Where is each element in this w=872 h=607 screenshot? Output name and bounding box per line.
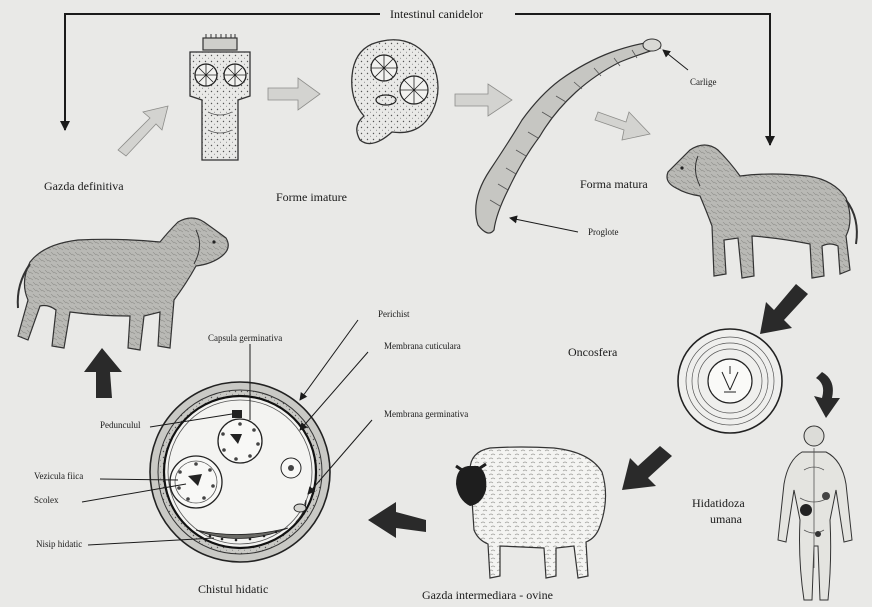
label-proglottid: Proglote [588,228,619,237]
pericyst-leader [300,320,358,400]
arrow-cyst-to-dog [84,348,122,398]
label-hydatid-sand: Nisip hidatic [36,540,82,549]
hooks-pointer [663,50,688,70]
label-oncosphere: Oncosfera [568,346,617,358]
arrow-oncosphere-to-sheep [622,446,672,490]
label-definitive-host: Gazda definitiva [44,180,124,192]
label-pericyst: Perichist [378,310,410,319]
human-hydatidosis-illustration [778,426,852,600]
arrow-host-to-scolex [118,106,168,156]
label-daughter-vesicle: Vezicula fiica [34,472,83,481]
label-scolex: Scolex [34,496,59,505]
arrow-dog-to-oncosphere [760,284,808,334]
dog-definitive-host-illustration [18,218,229,350]
label-mature-form: Forma matura [580,178,648,190]
label-peduncle: Pedunculul [100,421,141,430]
hydatid-cyst-illustration [150,382,330,562]
arrow-strobila-to-dog [595,112,650,140]
arrow-immature-to-strobila [455,84,512,116]
oncosphere-illustration [678,329,782,433]
arrow-scolex-to-immature [268,78,320,110]
label-cuticular-membrane: Membrana cuticulara [384,342,461,351]
label-hooks: Carlige [690,78,717,87]
cuticular-membrane-leader [300,352,368,430]
dog-mature-illustration [667,145,857,278]
title-dog-intestine: Intestinul canidelor [390,8,483,20]
label-germinal-capsule: Capsula germinativa [208,334,282,343]
label-intermediate-host: Gazda intermediara - ovine [422,589,553,601]
arrow-sheep-to-cyst [368,502,426,538]
arrow-oncosphere-to-human [814,372,840,418]
label-immature-forms: Forme imature [276,191,347,203]
scolex-illustration [190,34,250,160]
immature-form-illustration [352,40,438,144]
label-hydatid-cyst: Chistul hidatic [198,583,268,595]
label-germinal-membrane: Membrana germinativa [384,410,468,419]
sheep-intermediate-host-illustration [456,447,606,578]
proglottid-pointer [510,218,578,232]
label-human-hydatidosis-line1: Hidatidoza [692,497,745,509]
label-human-hydatidosis-line2: umana [710,513,742,525]
